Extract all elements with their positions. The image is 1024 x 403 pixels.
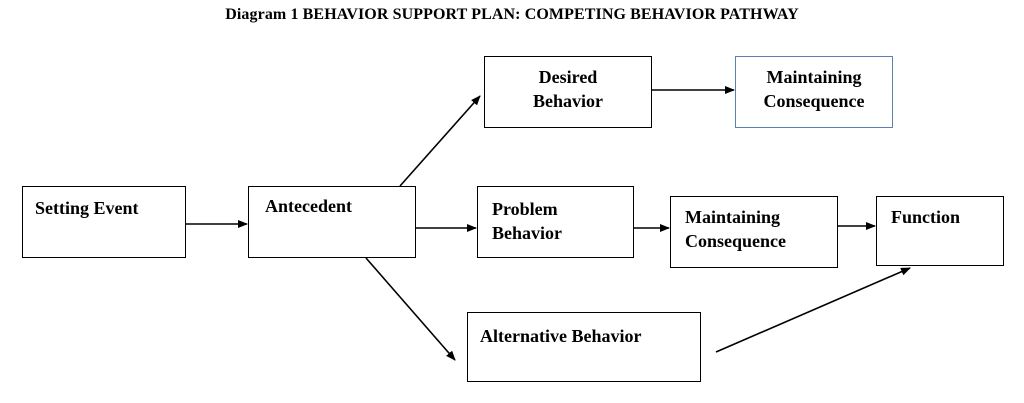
node-problem-behavior: Problem Behavior [477,186,634,258]
node-desired-behavior: Desired Behavior [484,56,652,128]
node-antecedent: Antecedent [248,186,416,258]
node-maintaining-consequence-problem-label: Maintaining Consequence [685,207,787,251]
arrow-antecedent-to-alternative [365,257,456,361]
node-function-label: Function [891,207,961,227]
node-function: Function [876,196,1004,266]
diagram-title: Diagram 1 BEHAVIOR SUPPORT PLAN: COMPETI… [225,6,799,23]
node-maintaining-consequence-desired-label: Maintaining Consequence [763,67,865,111]
arrow-alternative-to-function [715,267,911,353]
node-alternative-behavior: Alternative Behavior [467,312,701,382]
node-antecedent-label: Antecedent [265,196,352,216]
arrow-antecedent-to-desired [399,95,481,187]
node-setting-event-label: Setting Event [35,198,139,218]
node-desired-behavior-label: Desired Behavior [533,67,603,111]
node-setting-event: Setting Event [22,186,186,258]
node-maintaining-consequence-desired: Maintaining Consequence [735,56,893,128]
node-alternative-behavior-label: Alternative Behavior [480,326,642,346]
node-problem-behavior-label: Problem Behavior [492,199,562,243]
node-maintaining-consequence-problem: Maintaining Consequence [670,196,838,268]
